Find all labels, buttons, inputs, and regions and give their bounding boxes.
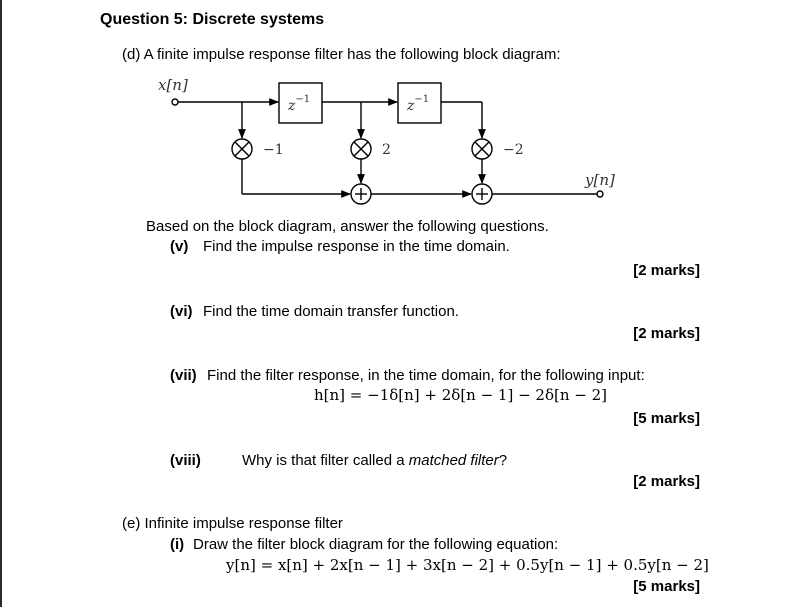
item-v-text: Find the impulse response in the time do… (203, 238, 510, 255)
item-v-marks: [2 marks] (633, 262, 700, 279)
input-label: x[n] (158, 76, 188, 94)
item-v-number: (v) (170, 238, 189, 255)
delay-1-label: z−1 (287, 94, 310, 114)
multiplier-3 (471, 138, 493, 160)
item-e-i-number: (i) (170, 536, 185, 553)
delay-2-label: z−1 (406, 94, 429, 114)
item-viii-text: Why is that filter called a matched filt… (242, 452, 507, 469)
question-title: Question 5: Discrete systems (100, 11, 325, 28)
item-viii-text-italic: matched filter (408, 452, 499, 469)
adder-2 (471, 183, 493, 205)
delay-block-2 (397, 82, 442, 124)
item-e-i-text: Draw the filter block diagram for the fo… (193, 536, 559, 553)
adder-1 (350, 183, 372, 205)
gain-3-label: −2 (503, 142, 524, 158)
item-vi-text: Find the time domain transfer function. (203, 303, 459, 320)
gain-2-label: 2 (382, 142, 391, 158)
part-d-heading: (d) A finite impulse response filter has… (122, 46, 561, 63)
part-d-intro: Based on the block diagram, answer the f… (146, 218, 549, 235)
item-e-i-marks: [5 marks] (633, 578, 700, 595)
item-e-i-equation: y[n] = x[n] + 2x[n − 1] + 3x[n − 2] + 0.… (226, 556, 709, 574)
multiplier-2 (350, 138, 372, 160)
part-e-heading: (e) Infinite impulse response filter (122, 515, 343, 532)
item-vii-equation: h[n] = −1δ[n] + 2δ[n − 1] − 2δ[n − 2] (314, 386, 608, 404)
input-terminal (171, 98, 179, 106)
page-edge (0, 0, 2, 607)
item-viii-marks: [2 marks] (633, 473, 700, 490)
output-label: y[n] (584, 171, 615, 189)
item-vi-marks: [2 marks] (633, 325, 700, 342)
delay-block-1 (278, 82, 323, 124)
item-viii-number: (viii) (170, 452, 201, 469)
item-vi-number: (vi) (170, 303, 193, 320)
item-vii-number: (vii) (170, 367, 197, 384)
gain-1-label: −1 (263, 142, 284, 158)
item-vii-marks: [5 marks] (633, 410, 700, 427)
multiplier-1 (231, 138, 253, 160)
item-viii-text-pre: Why is that filter called a (242, 452, 409, 469)
output-terminal (596, 190, 604, 198)
item-viii-text-post: ? (498, 452, 508, 469)
item-vii-text: Find the filter response, in the time do… (207, 367, 645, 384)
